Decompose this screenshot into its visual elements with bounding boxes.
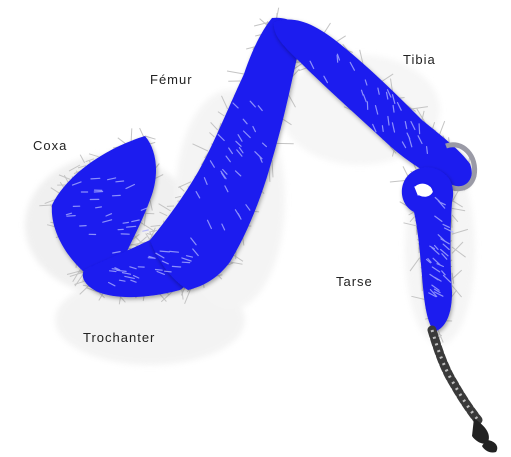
coxa-label: Coxa <box>33 138 67 153</box>
bristle <box>227 71 244 74</box>
bristle <box>335 36 345 43</box>
trochanter-label: Trochanter <box>83 330 155 345</box>
bristle <box>131 128 132 142</box>
bristle <box>118 138 127 145</box>
tibia-label: Tibia <box>403 52 436 67</box>
texture-streak <box>419 124 420 134</box>
texture-streak <box>91 178 100 179</box>
texture-streak <box>110 271 116 272</box>
texture-streak <box>123 222 128 223</box>
tarsal-claw <box>432 330 497 453</box>
texture-streak <box>156 270 163 271</box>
femur-label: Fémur <box>150 72 193 87</box>
bristle <box>260 19 268 26</box>
bristle <box>89 154 99 157</box>
texture-streak <box>382 126 383 132</box>
texture-streak <box>337 55 338 62</box>
texture-streak <box>94 192 102 193</box>
bristle <box>439 121 445 136</box>
texture-streak <box>427 147 428 154</box>
texture-streak <box>67 216 75 217</box>
texture-streak <box>172 266 180 267</box>
texture-streak <box>165 271 172 272</box>
texture-streak <box>160 251 169 252</box>
tarse-label: Tarse <box>336 274 373 289</box>
texture-streak <box>170 251 179 252</box>
texture-streak <box>116 181 124 182</box>
